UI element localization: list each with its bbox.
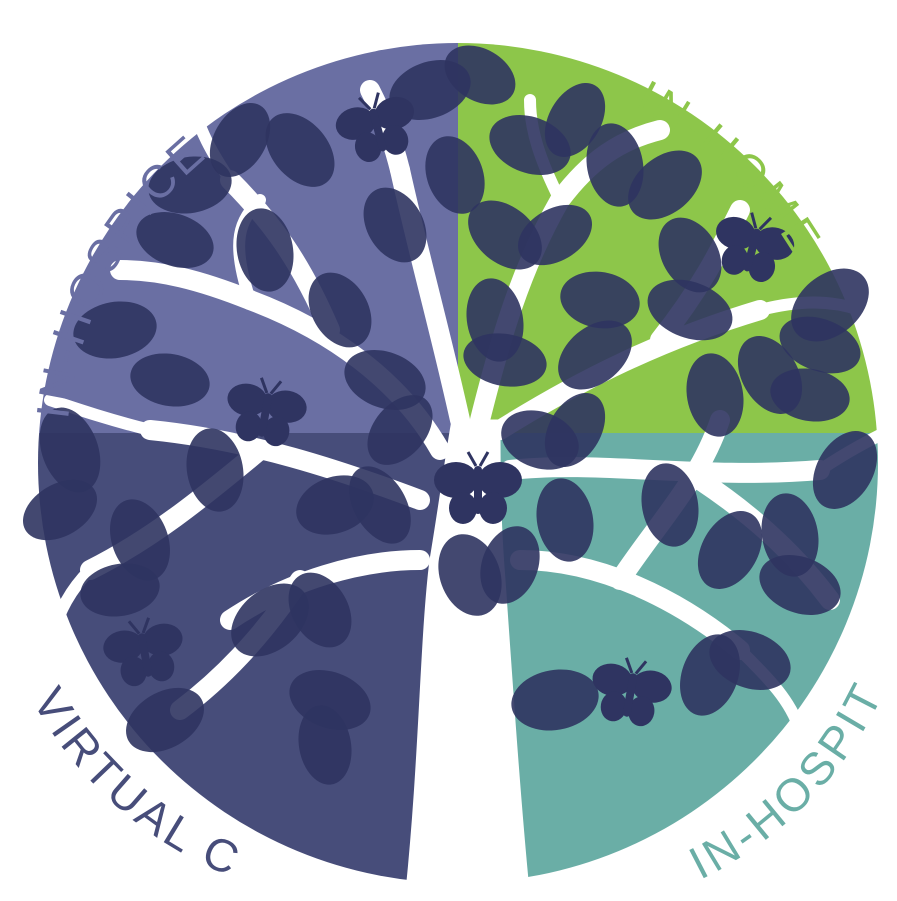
leaf-icon (288, 572, 352, 648)
leaf-icon (761, 493, 819, 577)
leaf-icon (363, 187, 427, 263)
leaf-icon (779, 316, 861, 374)
leaf-icon (544, 393, 606, 467)
leaf-icon (349, 466, 411, 544)
butterfly-icon (592, 657, 672, 727)
leaf-icon (136, 211, 214, 269)
leaf-icon (770, 368, 850, 422)
leaf-icon (586, 123, 644, 207)
butterfly-icon (434, 451, 522, 524)
leaf-icon (209, 103, 271, 177)
leaf-icon (511, 669, 599, 731)
leaf-icon (518, 204, 592, 266)
leaf-icon (367, 395, 433, 465)
leaves (23, 45, 878, 785)
leaf-icon (148, 156, 232, 214)
leaf-icon (126, 687, 204, 753)
leaf-icon (23, 479, 97, 541)
leaf-icon (686, 353, 744, 437)
leaf-icon (812, 431, 878, 509)
butterfly-icon (227, 377, 307, 447)
butterfly-icon (335, 92, 414, 163)
butterflies (103, 92, 795, 727)
leaf-icon (344, 350, 426, 410)
leaf-icon (647, 279, 733, 341)
leaf-icon (308, 272, 372, 348)
leaf-icon (558, 320, 632, 390)
leaf-icon (536, 478, 594, 562)
leaf-icon (480, 526, 540, 604)
leaf-icon (110, 499, 170, 581)
butterfly-icon (716, 212, 795, 283)
leaf-icon (444, 45, 516, 105)
leaf-icon (697, 511, 763, 589)
leaf-icon (425, 136, 485, 214)
leaf-icon (709, 630, 791, 690)
leaf-icon (80, 563, 160, 617)
butterfly-icon (103, 617, 183, 687)
leaf-icon (463, 333, 547, 387)
leaf-icon (641, 463, 699, 547)
leaf-icon (544, 83, 606, 157)
leaf-icon (236, 208, 294, 292)
leaf-icon (628, 150, 702, 220)
leaf-icon (298, 705, 352, 785)
leaf-icon (560, 271, 640, 329)
leaf-icon (186, 428, 244, 512)
leaf-icon (265, 113, 335, 187)
leaf-icon (39, 407, 101, 493)
leaf-icon (130, 353, 210, 407)
leaf-icon (73, 301, 157, 359)
leaf-icon (658, 217, 722, 293)
leaf-icon (759, 555, 841, 615)
